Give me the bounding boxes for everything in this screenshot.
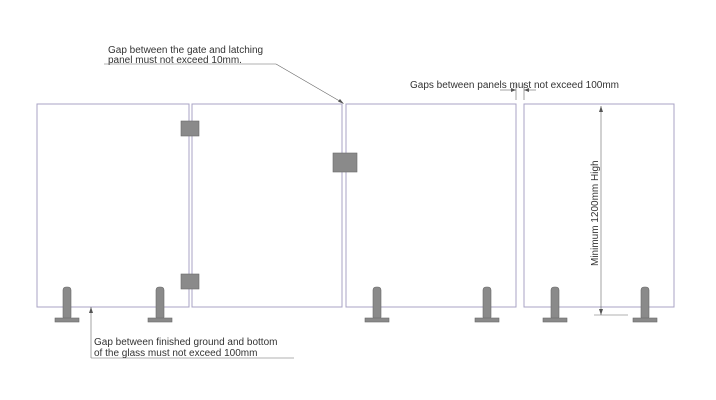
- spigot-icon: [542, 286, 568, 323]
- panel-gap-dimension: [500, 84, 536, 100]
- spigot-icon: [147, 286, 173, 323]
- panel-gap-note: Gaps between panels must not exceed 100m…: [410, 80, 619, 91]
- glass-panel-4: [523, 103, 675, 308]
- gate-gap-leader: [104, 63, 344, 104]
- gate-gap-note-line1: Gap between the gate and latching: [108, 45, 263, 56]
- spigot-icon: [474, 286, 500, 323]
- ground-gap-note-line2: of the glass must not exceed 100mm: [94, 348, 257, 359]
- spigot-icon: [54, 286, 80, 323]
- latch-icon: [332, 152, 358, 173]
- spigot-icon: [632, 286, 658, 323]
- hinge-icon: [180, 120, 200, 137]
- gate-gap-note-line2: panel must not exceed 10mm.: [108, 55, 242, 66]
- height-dimension: [594, 106, 628, 316]
- glass-panel-gate: [191, 103, 343, 308]
- hinge-icon: [180, 273, 200, 290]
- ground-gap-note-line1: Gap between finished ground and bottom: [94, 337, 277, 348]
- spigot-icon: [364, 286, 390, 323]
- glass-panel-latching: [345, 103, 517, 308]
- height-note: Minimum 1200mm High: [590, 160, 601, 266]
- ground-gap-dimension: [89, 307, 294, 359]
- glass-panel-1: [36, 103, 190, 308]
